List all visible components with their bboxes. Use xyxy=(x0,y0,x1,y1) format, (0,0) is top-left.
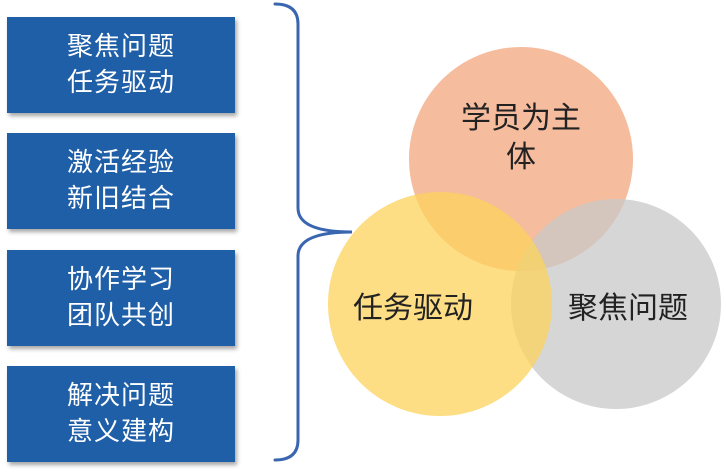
list-box-collaborative-learning: 协作学习 团队共创 xyxy=(7,250,235,346)
list-box-line2: 任务驱动 xyxy=(66,68,175,98)
curly-brace xyxy=(273,2,353,462)
list-box-line1: 解决问题 xyxy=(66,381,175,411)
list-box-line1: 聚焦问题 xyxy=(66,32,175,62)
list-box-line2: 团队共创 xyxy=(66,301,175,331)
circle-left xyxy=(328,192,552,416)
list-box-focus-problem: 聚焦问题 任务驱动 xyxy=(7,17,235,113)
circle-right-label: 聚焦问题 xyxy=(568,291,688,326)
circle-top-label-line1: 学员为主 xyxy=(461,101,581,136)
circle-top-label-line2: 体 xyxy=(506,140,536,175)
circle-left-label: 任务驱动 xyxy=(353,291,473,326)
list-box-activate-experience: 激活经验 新旧结合 xyxy=(7,133,235,229)
list-box-line2: 意义建构 xyxy=(66,417,175,447)
list-box-line1: 协作学习 xyxy=(66,265,175,295)
list-box-line2: 新旧结合 xyxy=(66,184,175,214)
circle-right xyxy=(511,199,721,409)
list-box-solve-problem: 解决问题 意义建构 xyxy=(7,366,235,462)
list-box-line1: 激活经验 xyxy=(66,148,175,178)
